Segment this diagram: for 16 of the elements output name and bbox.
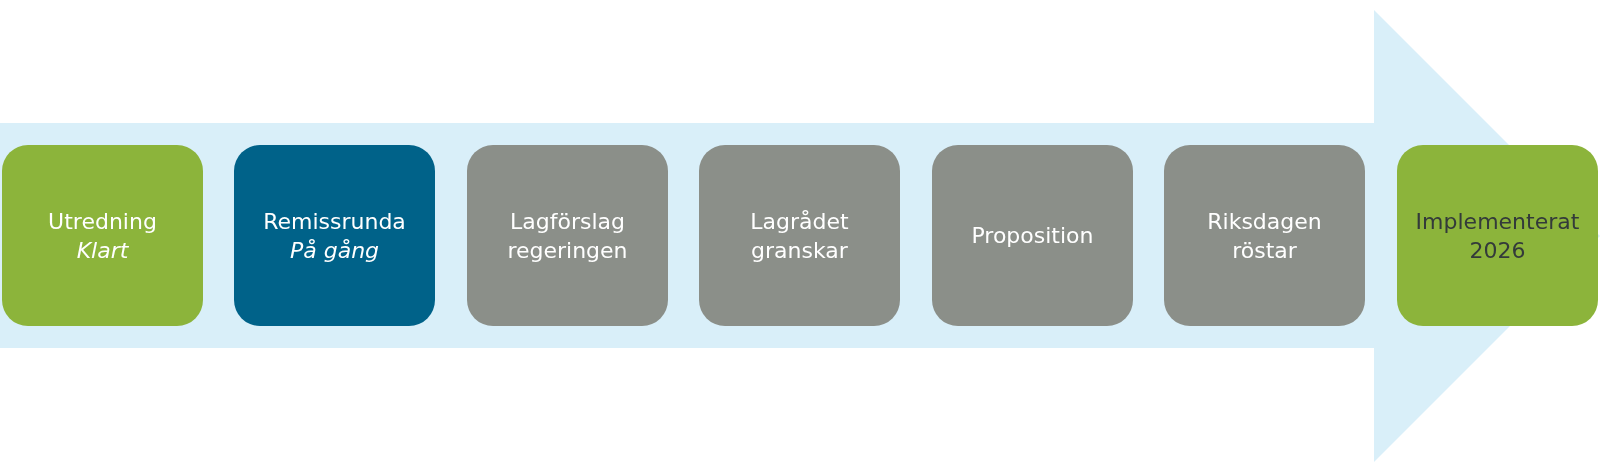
status-label: Klart (76, 236, 129, 265)
process-box (1164, 145, 1365, 326)
process-box (467, 145, 668, 326)
process-box (1397, 145, 1598, 326)
step-label: Riksdagen röstar (1206, 207, 1323, 265)
process-box (234, 145, 435, 326)
process-box (2, 145, 203, 326)
step-label: Lagrådet granskar (749, 207, 850, 265)
step-label: Remissrunda (263, 207, 406, 236)
step-label: Implementerat 2026 (1414, 207, 1581, 265)
process-box (932, 145, 1133, 326)
step-label: Proposition (971, 222, 1094, 250)
step-label: Lagförslag regeringen (506, 207, 629, 265)
status-label: På gång (289, 236, 380, 265)
process-box (699, 145, 900, 326)
step-label: Utredning (48, 207, 157, 236)
